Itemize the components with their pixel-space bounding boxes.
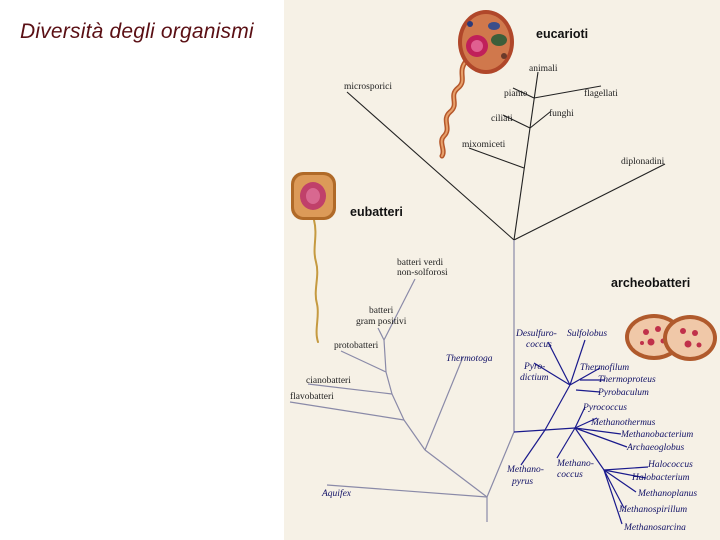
label-pyrobaculum: Pyrobaculum [597, 388, 649, 398]
label-flavobatteri: flavobatteri [290, 391, 334, 402]
crenarchaeota-stem [544, 384, 571, 431]
bacteria-branches [289, 240, 515, 522]
label-pyrodictium-1: Pyro- [523, 362, 545, 372]
label-halococcus: Halococcus [647, 460, 693, 470]
branch-flavobatteri [289, 401, 405, 421]
branch-methanothermus [574, 417, 598, 429]
branch-diplonadini [513, 163, 666, 241]
halo-methano-stem [574, 427, 605, 471]
label-methanopyrus-1: Methano- [506, 465, 544, 475]
trunk-lower [486, 431, 515, 498]
slide-title: Diversità degli organismi [20, 20, 254, 43]
heading-archeobatteri: archeobatteri [611, 276, 690, 290]
label-desulfuro-1: Desulfuro- [515, 328, 557, 339]
branch-protobatteri [340, 350, 387, 373]
label-mixomiceti: mixomiceti [462, 140, 506, 150]
label-diplonadini: diplonadini [621, 157, 665, 167]
label-gram-1: batteri [369, 306, 394, 316]
branch-pyrococcus [574, 406, 586, 429]
branch-pyrodictium [533, 362, 571, 386]
label-thermofilum: Thermofilum [580, 362, 629, 373]
branch-methanopyrus [520, 429, 546, 466]
branch-halobacterium [603, 469, 647, 479]
bacterium-cell-illustration [291, 172, 336, 343]
label-protobatteri: protobatteri [334, 341, 379, 351]
branch-flagellati [533, 85, 602, 99]
branch-methanobacterium [574, 427, 622, 435]
branch-halococcus [603, 466, 649, 471]
archaea-branches [513, 339, 649, 525]
branch-thermotoga [424, 356, 464, 451]
label-batteri-verdi-2: non-solforosi [397, 267, 448, 278]
branch-funghi [529, 111, 551, 129]
euryarchaeota-stem [544, 427, 576, 431]
branch-cianobatteri [307, 383, 393, 395]
label-batteri-verdi-1: batteri verdi [397, 258, 444, 268]
label-methanococcus-2: coccus [557, 470, 583, 480]
bact-node-c [385, 371, 393, 395]
label-methanothermus: Methanothermus [590, 418, 656, 428]
heading-eubatteri: eubatteri [350, 205, 403, 219]
label-aquifex: Aquifex [321, 488, 352, 499]
branch-desulfurococcus [547, 341, 571, 386]
eukaryote-branches [346, 71, 666, 241]
branch-methanospirillum [603, 469, 625, 509]
label-methanopyrus-2: pyrus [511, 477, 533, 487]
branch-gram-positivi [377, 327, 385, 341]
branch-piante [512, 87, 535, 99]
label-archaeoglobus: Archaeoglobus [626, 443, 684, 453]
heading-eucarioti: eucarioti [536, 27, 588, 41]
label-halobacterium: Halobacterium [631, 473, 690, 483]
branch-ciliati [502, 114, 531, 129]
label-piante: piante [504, 89, 527, 99]
arch-stem [513, 429, 546, 433]
branch-batteri-verdi [383, 278, 416, 341]
label-desulfuro-2: coccus [526, 340, 552, 350]
branch-mixomiceti [468, 147, 525, 169]
label-methanobacterium: Methanobacterium [620, 430, 693, 440]
label-flagellati: flagellati [584, 88, 618, 99]
label-ciliati: ciliati [491, 114, 513, 124]
eukaryote-cell-illustration [439, 10, 514, 159]
label-microsporici: microsporici [344, 82, 392, 92]
label-methanosarcina: Methanosarcina [623, 523, 686, 533]
label-pyrodictium-2: dictium [520, 373, 549, 383]
branch-microsporici [346, 91, 515, 241]
label-funghi: funghi [549, 108, 574, 119]
bact-node-a [403, 419, 426, 451]
branch-archaeoglobus [574, 427, 628, 448]
branch-methanoplanus [603, 469, 637, 493]
label-thermoproteus: Thermoproteus [598, 375, 656, 385]
branch-pyrobaculum [575, 389, 601, 393]
label-pyrococcus: Pyrococcus [582, 403, 627, 413]
label-methanococcus-1: Methano- [556, 459, 594, 469]
branch-methanosarcina [603, 469, 623, 525]
branch-sulfolobus [569, 339, 586, 386]
label-methanoplanus: Methanoplanus [637, 489, 697, 499]
bact-node-b [391, 393, 405, 421]
label-animali: animali [529, 64, 558, 74]
bact-node-d [383, 339, 387, 373]
euk-trunk [513, 71, 539, 241]
label-thermotoga: Thermotoga [446, 354, 493, 364]
branch-methanococcus [556, 427, 576, 459]
label-cianobatteri: cianobatteri [306, 376, 351, 386]
bact-stem [424, 449, 488, 498]
label-gram-2: gram positivi [356, 317, 407, 327]
label-sulfolobus: Sulfolobus [567, 328, 607, 339]
archaea-cells-illustration [625, 314, 717, 361]
label-methanospirillum: Methanospirillum [618, 505, 687, 515]
branch-aquifex [326, 484, 488, 498]
branch-thermofilum [569, 367, 601, 386]
diagram-panel [284, 0, 720, 540]
